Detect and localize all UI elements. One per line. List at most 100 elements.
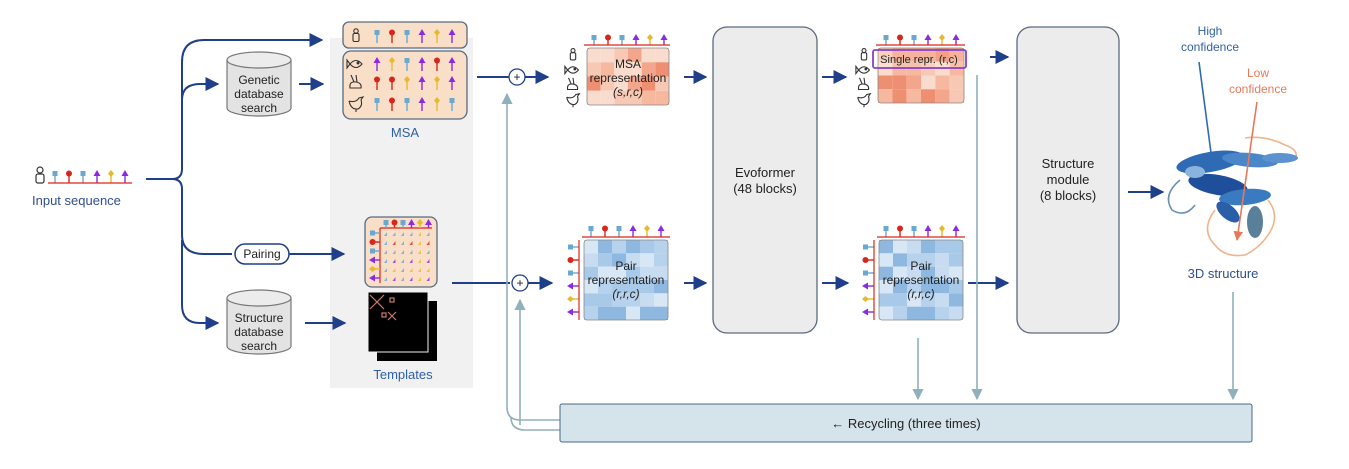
high-confidence-line-1: High [1198,24,1223,38]
heatmap-cell [893,253,907,267]
heatmap-cell [612,306,626,320]
heatmap-cell [906,48,921,62]
pair-representation-output: Pair representation (r,r,c) [862,225,965,321]
pair-feature-mark [418,268,421,272]
heatmap-cell [921,293,935,307]
heatmap-cell [600,48,615,63]
pair-feature-mark [401,268,404,272]
msa-plus-node: + [477,68,550,86]
token-yellow-icon [939,225,945,237]
heatmap-cell [628,90,642,105]
heatmap-cell [893,240,907,254]
msa-rows [346,28,456,112]
token-red-icon [374,76,380,90]
pair-feature-mark [426,277,430,281]
pairing-step: Pairing [234,243,290,265]
pair-feature-mark [418,232,421,236]
pair-feature-mark [401,250,404,254]
template-structures: Templates [367,291,437,382]
pair-feature-mark [418,259,421,263]
heatmap-cell [921,48,936,62]
token-red-icon [897,34,903,45]
heatmap-cell [626,280,640,294]
heatmap-cell [628,62,642,77]
pair-rep-out-line-3: (r,r,c) [907,287,934,301]
pair-feature-mark [384,250,387,254]
token-purple-icon [567,308,579,316]
token-blue-icon [52,171,58,183]
token-red-icon [391,219,398,228]
heatmap-cell [614,48,628,63]
token-yellow-icon [108,170,114,183]
heatmap-cell [628,48,642,63]
msa-row-chicken [348,96,455,112]
token-blue-icon [616,226,622,237]
heatmap-cell [906,89,921,103]
token-yellow-icon [404,76,410,90]
pair-representation-input: Pair representation (r,r,c) [567,225,670,321]
rabbit-icon [857,77,870,91]
structure-db-line-1: Structure [235,311,284,325]
token-red-icon [389,97,395,111]
token-yellow-icon [389,57,395,71]
heatmap-cell [879,253,893,267]
structure-module-line-1: Structure [1042,156,1095,171]
heatmap-cell [935,75,950,90]
heatmap-cell [640,240,654,254]
token-yellow-icon [647,34,653,45]
heatmap-cell [949,266,963,280]
heatmap-cell [935,280,949,294]
human-icon [860,47,868,61]
heatmap-cell [584,266,598,280]
token-purple-icon [425,219,432,228]
token-blue-icon [591,35,597,45]
heatmap-cell [893,266,907,280]
evoformer-module: Evoformer (48 blocks) [712,26,818,334]
heatmap-cell [879,293,893,307]
token-blue-icon [911,226,917,237]
token-yellow-icon [434,29,440,43]
heatmap-cell [612,266,626,280]
pair-feature-mark [384,268,387,272]
heatmap-cell [935,293,949,307]
heatmap-cell [584,253,598,267]
3d-structure-label: 3D structure [1188,266,1259,281]
token-purple-icon [448,29,456,43]
heatmap-cell [907,293,921,307]
token-purple-icon [93,170,101,183]
heatmap-cell [907,253,921,267]
input-sequence: Input sequence [32,166,132,208]
pair-rep-in-line-2: representation [588,273,665,287]
templates-label: Templates [373,367,433,382]
token-yellow-icon [434,76,440,90]
msa-row-human [352,28,456,43]
heatmap-cell [654,266,668,280]
heatmap-cell [921,306,935,320]
heatmap-cell [949,75,964,90]
msa-row-fish [346,57,456,71]
token-red-icon [602,225,608,237]
heatmap-cell [628,76,642,91]
pair-feature-mark [392,232,396,236]
token-yellow-icon [369,266,380,272]
heatmap-cell [584,306,598,320]
heatmap-cell [893,306,907,320]
token-red-icon [369,239,380,245]
msa-representation: MSA representation (s,r,c) [564,34,670,108]
human-icon [352,28,360,43]
heatmap-cell [655,76,669,91]
pair-feature-mark [426,259,430,263]
token-blue-icon [404,30,410,43]
recycling-paths [501,75,1239,431]
heatmap-cell [612,240,626,254]
chicken-icon [348,96,365,112]
heatmap-cell [878,48,893,62]
token-red-icon [567,257,579,263]
token-purple-icon [418,97,426,111]
heatmap-cell [892,75,907,90]
genetic-db-line-3: search [241,101,277,115]
heatmap-cell [612,280,626,294]
token-purple-icon [567,282,579,290]
heatmap-cell [640,306,654,320]
heatmap-cell [935,253,949,267]
